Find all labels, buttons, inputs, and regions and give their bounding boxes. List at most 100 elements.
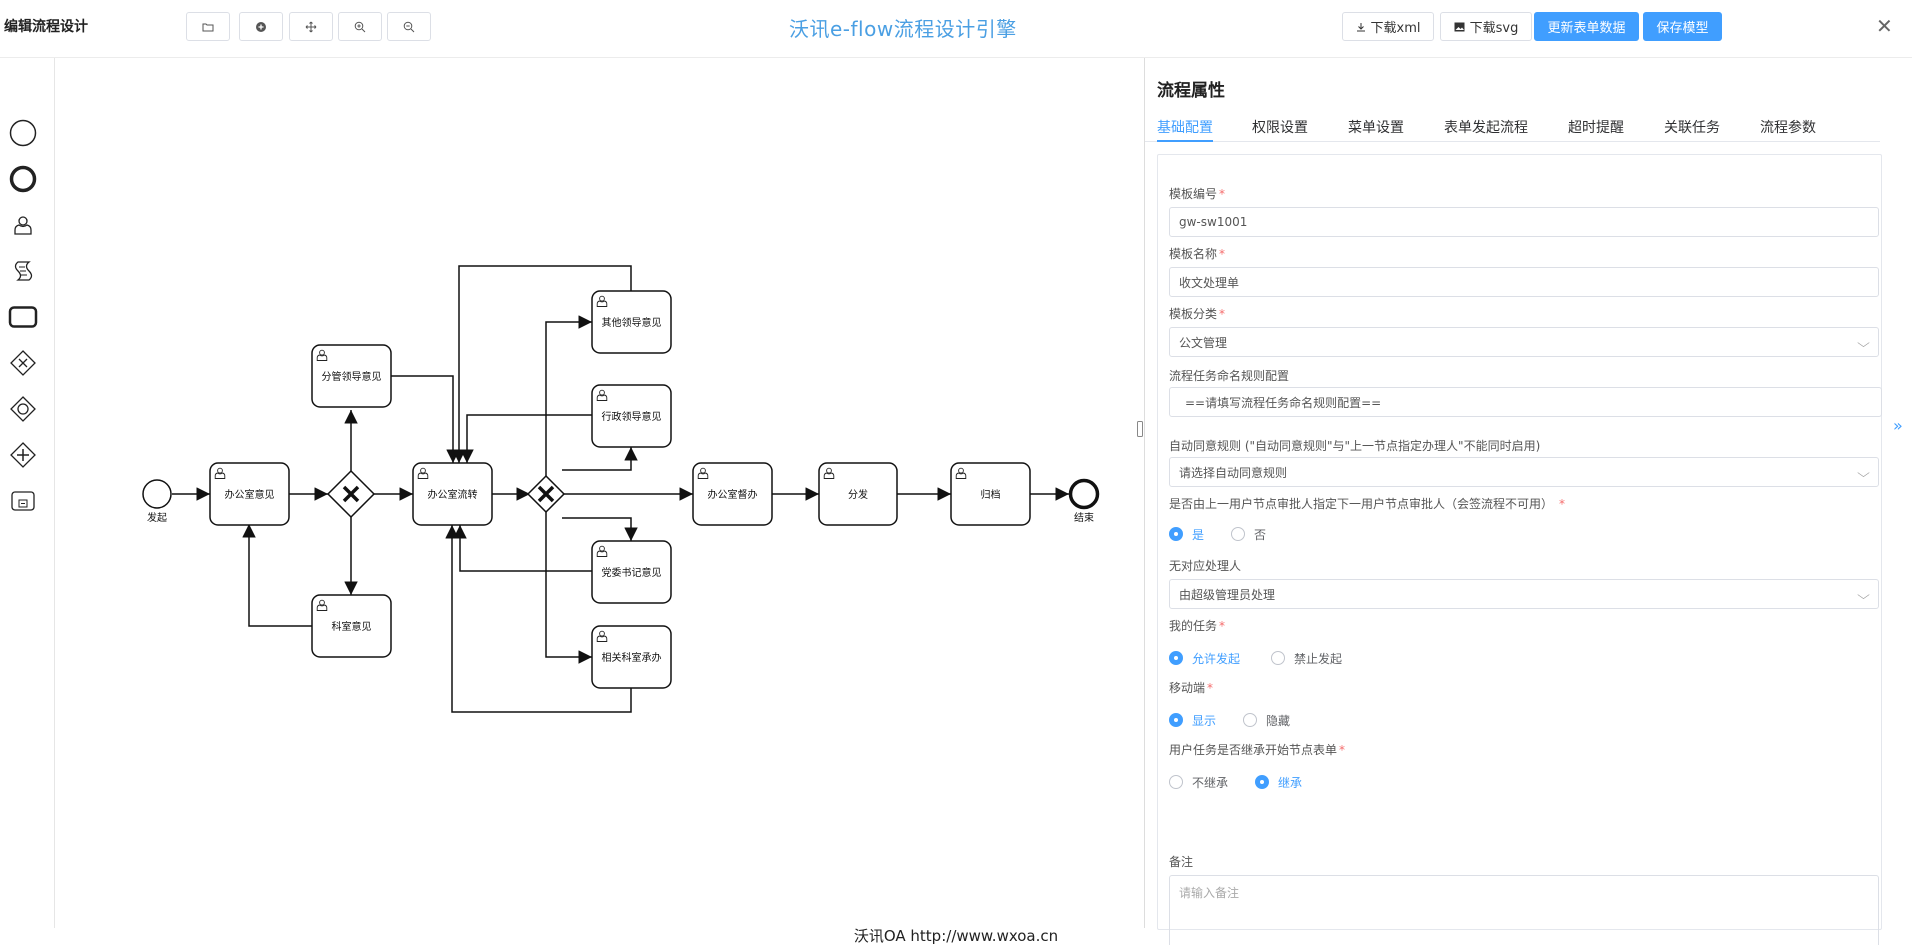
panel-splitter[interactable] — [1144, 58, 1145, 928]
zoom-in-button[interactable] — [338, 12, 382, 41]
radio-prev-assign-yes-label[interactable]: 是 — [1192, 527, 1205, 542]
tab-timeout-reminder[interactable]: 超时提醒 — [1568, 120, 1624, 136]
remark-textarea[interactable]: 请输入备注 — [1169, 875, 1879, 945]
tab-related-tasks[interactable]: 关联任务 — [1664, 120, 1720, 136]
chevron-down-icon: ⌵ — [1857, 588, 1870, 602]
radio-mobile-show-label[interactable]: 显示 — [1192, 713, 1217, 728]
inherit-label: 用户任务是否继承开始节点表单* — [1169, 743, 1346, 757]
task-archive[interactable]: 归档 — [950, 462, 1031, 526]
open-folder-button[interactable] — [186, 12, 230, 41]
end-event-label: 结束 — [1074, 511, 1094, 524]
flow-section-to-office[interactable] — [242, 524, 312, 627]
parallel-gateway-icon[interactable] — [8, 440, 38, 470]
task-distribute[interactable]: 分发 — [818, 462, 898, 526]
radio-inherit-yes[interactable] — [1255, 775, 1270, 789]
inherit-radio-group: 不继承 继承 — [1169, 773, 1302, 791]
inclusive-gateway-icon[interactable] — [8, 394, 38, 424]
start-event[interactable]: 发起 — [142, 479, 172, 524]
exclusive-gateway-icon[interactable] — [8, 348, 38, 378]
flow-other-leader-to-process[interactable] — [452, 265, 632, 463]
exclusive-gateway-2[interactable] — [526, 474, 566, 514]
flow-gateway2-to-other-leader[interactable] — [545, 315, 592, 478]
basic-config-form: 模板编号* gw-sw1001 模板名称* 收文处理单 模板分类* 公文管理 ⌵… — [1157, 154, 1882, 945]
user-task-icon[interactable] — [8, 210, 38, 240]
template-name-input[interactable]: 收文处理单 — [1169, 267, 1879, 297]
save-model-button[interactable]: 保存模型 — [1643, 12, 1722, 41]
auto-agree-select[interactable]: 请选择自动同意规则 ⌵ — [1169, 457, 1879, 487]
tab-process-params[interactable]: 流程参数 — [1760, 120, 1816, 136]
tab-permissions[interactable]: 权限设置 — [1252, 120, 1308, 136]
script-task-icon[interactable] — [8, 256, 38, 286]
naming-rule-input[interactable]: ==请填写流程任务命名规则配置== — [1169, 387, 1882, 417]
app-title: 沃讯e-flow流程设计引擎 — [789, 17, 1017, 41]
radio-prev-assign-no-label[interactable]: 否 — [1254, 527, 1267, 542]
task-other-leader[interactable]: 其他领导意见 — [591, 290, 672, 354]
start-event-icon[interactable] — [8, 118, 38, 148]
task-admin-leader[interactable]: 行政领导意见 — [591, 384, 672, 448]
end-event-icon[interactable] — [8, 164, 38, 194]
template-no-input[interactable]: gw-sw1001 — [1169, 207, 1879, 237]
sequence-flows — [172, 265, 1069, 713]
end-event[interactable]: 结束 — [1068, 478, 1100, 525]
download-xml-button[interactable]: 下载xml — [1342, 12, 1434, 41]
task-office-process[interactable]: 办公室流转 — [412, 462, 493, 526]
tab-basic-config[interactable]: 基础配置 — [1157, 120, 1213, 136]
flow-leader-to-process[interactable] — [391, 375, 460, 463]
template-category-select[interactable]: 公文管理 ⌵ — [1169, 327, 1879, 357]
template-no-label: 模板编号* — [1169, 187, 1226, 201]
radio-my-task-allow-label[interactable]: 允许发起 — [1192, 651, 1241, 666]
diagram-canvas[interactable]: 发起 结束 办公室意见 分管领导意见 科室意见 — [56, 58, 1144, 928]
flow-gateway2-to-party[interactable] — [562, 517, 638, 541]
exclusive-gateway-1[interactable] — [326, 469, 376, 519]
task-related-section[interactable]: 相关科室承办 — [591, 625, 672, 689]
flow-gateway2-to-admin[interactable] — [562, 447, 638, 471]
subprocess-icon[interactable] — [8, 486, 38, 516]
update-form-data-button[interactable]: 更新表单数据 — [1534, 12, 1639, 41]
top-toolbar: 编辑流程设计 沃讯e-flow流程设计引擎 下载xml 下载svg 更新表单数据… — [0, 0, 1912, 58]
task-label: 科室意见 — [332, 620, 372, 633]
radio-inherit-no[interactable] — [1169, 775, 1183, 789]
download-svg-button[interactable]: 下载svg — [1440, 12, 1532, 41]
radio-inherit-yes-label[interactable]: 继承 — [1278, 775, 1303, 790]
tab-menu-settings[interactable]: 菜单设置 — [1348, 120, 1404, 136]
flow-party-to-process[interactable] — [453, 525, 592, 572]
user-task-icon — [595, 629, 609, 643]
radio-prev-assign-yes[interactable] — [1169, 527, 1183, 541]
prev-assign-label: 是否由上一用户节点审批人指定下一用户节点审批人（会签流程不可用）* — [1169, 497, 1566, 511]
bpmn-diagram[interactable]: 发起 结束 办公室意见 分管领导意见 科室意见 — [56, 58, 1144, 928]
close-icon[interactable]: ✕ — [1876, 14, 1893, 38]
download-icon — [1356, 22, 1365, 31]
user-task-icon — [822, 466, 836, 480]
add-button[interactable] — [239, 12, 283, 41]
move-button[interactable] — [289, 12, 333, 41]
remark-label: 备注 — [1169, 855, 1194, 869]
radio-my-task-forbid[interactable] — [1271, 651, 1286, 665]
user-task-icon — [595, 294, 609, 308]
task-leader-opinion[interactable]: 分管领导意见 — [311, 344, 392, 408]
flow-admin-to-process[interactable] — [460, 414, 592, 463]
radio-mobile-show[interactable] — [1169, 713, 1183, 727]
radio-inherit-no-label[interactable]: 不继承 — [1192, 775, 1229, 790]
user-task-icon — [595, 388, 609, 402]
zoom-out-icon — [403, 21, 415, 32]
radio-mobile-hide[interactable] — [1243, 713, 1258, 727]
radio-prev-assign-no[interactable] — [1231, 527, 1246, 541]
template-category-label: 模板分类* — [1169, 307, 1226, 321]
task-office-supervise[interactable]: 办公室督办 — [692, 462, 773, 526]
task-office-opinion[interactable]: 办公室意见 — [209, 462, 290, 526]
radio-my-task-allow[interactable] — [1169, 651, 1183, 665]
task-icon[interactable] — [8, 302, 38, 332]
tab-form-initiate[interactable]: 表单发起流程 — [1444, 120, 1528, 136]
flow-related-to-process[interactable] — [445, 525, 632, 713]
editor-title: 编辑流程设计 — [4, 19, 88, 35]
task-section-opinion[interactable]: 科室意见 — [311, 594, 392, 658]
mobile-radio-group: 显示 隐藏 — [1169, 711, 1290, 729]
expand-panel-icon[interactable]: » — [1893, 416, 1903, 435]
no-handler-select[interactable]: 由超级管理员处理 ⌵ — [1169, 579, 1879, 609]
task-party-secretary[interactable]: 党委书记意见 — [591, 540, 672, 604]
flow-gateway2-to-related[interactable] — [545, 510, 592, 664]
radio-mobile-hide-label[interactable]: 隐藏 — [1266, 713, 1291, 728]
task-label: 相关科室承办 — [602, 651, 662, 664]
zoom-out-button[interactable] — [387, 12, 431, 41]
radio-my-task-forbid-label[interactable]: 禁止发起 — [1294, 651, 1343, 666]
